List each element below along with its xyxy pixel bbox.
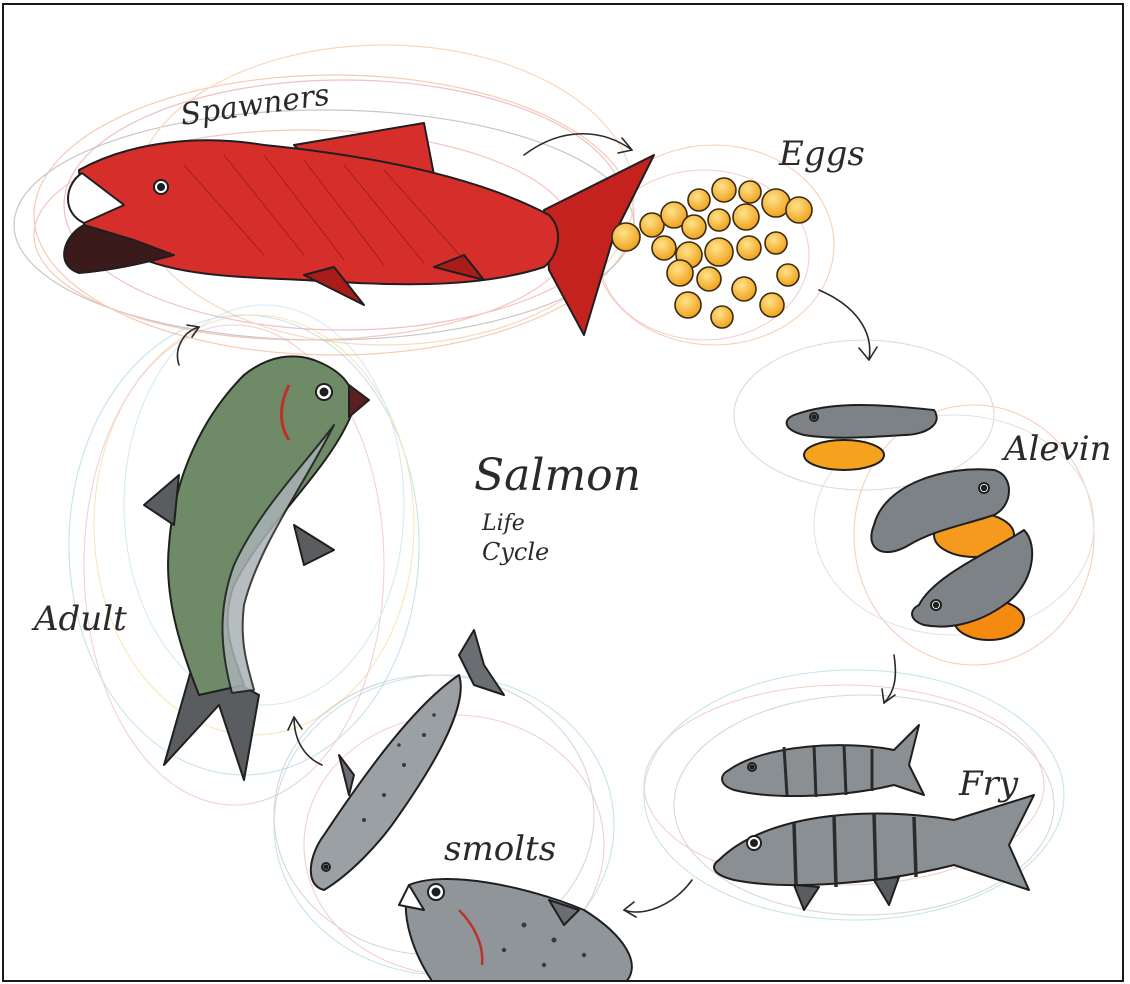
diagram-frame: Spawners Eggs Alevin Fry smolts Adult Sa… bbox=[2, 3, 1124, 982]
diagram-subtitle-line1: Life bbox=[481, 511, 525, 536]
spawner-fish-illustration bbox=[64, 123, 654, 335]
label-spawners: Spawners bbox=[178, 77, 332, 133]
adult-fish-illustration bbox=[144, 356, 369, 780]
arrow-fry-to-smolts bbox=[624, 880, 692, 912]
label-fry: Fry bbox=[958, 764, 1019, 804]
diagram-title: Salmon bbox=[474, 450, 641, 501]
salmon-life-cycle-diagram: Spawners Eggs Alevin Fry smolts Adult Sa… bbox=[4, 5, 1124, 982]
label-eggs: Eggs bbox=[778, 134, 865, 174]
label-adult: Adult bbox=[31, 599, 127, 639]
fry-illustration bbox=[714, 725, 1034, 910]
eggs-illustration bbox=[612, 178, 812, 328]
arrow-eggs-to-alevin bbox=[819, 290, 870, 360]
label-smolts: smolts bbox=[444, 829, 556, 869]
diagram-subtitle-line2: Cycle bbox=[482, 538, 549, 566]
label-alevin: Alevin bbox=[1001, 429, 1112, 469]
alevin-illustration bbox=[787, 405, 1033, 640]
